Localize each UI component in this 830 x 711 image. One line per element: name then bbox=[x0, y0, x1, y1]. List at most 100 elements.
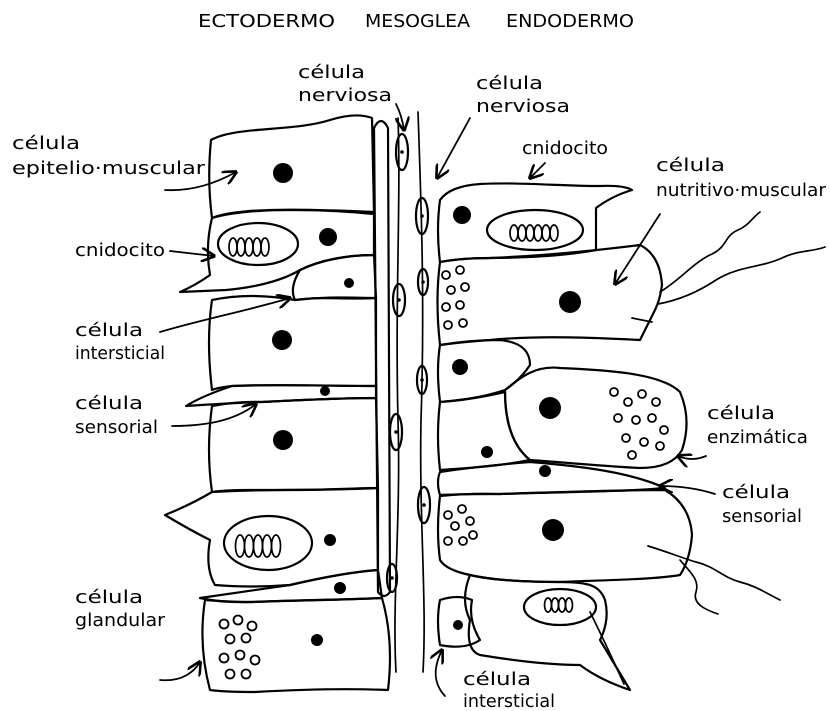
ecto-cell-1-nucleus bbox=[273, 163, 293, 183]
coil-loop bbox=[245, 535, 254, 557]
coil-loop bbox=[566, 598, 573, 612]
ecto-cnidocyte-2-nucleus bbox=[324, 534, 336, 546]
coil-loop bbox=[237, 238, 245, 256]
coil-loop bbox=[245, 238, 253, 256]
granule bbox=[442, 271, 450, 279]
granule bbox=[459, 319, 467, 327]
granule bbox=[466, 517, 474, 525]
coil-loop bbox=[229, 238, 237, 256]
granule bbox=[458, 505, 466, 513]
arrow-nutritivo-muscular bbox=[615, 214, 660, 284]
coil-loop bbox=[542, 225, 550, 241]
endo-enzymatic-cell bbox=[505, 368, 687, 468]
label-nerviosa-right: célula nerviosa bbox=[437, 73, 570, 178]
header-endodermo: ENDODERMO bbox=[506, 11, 634, 32]
arrow-nerviosa-right bbox=[437, 118, 470, 178]
nerve-cell-nucleus bbox=[420, 378, 424, 382]
endo-small-cell-2-nucleus bbox=[481, 446, 493, 458]
ecto-cnidocyte-cell-1 bbox=[180, 210, 374, 292]
nerve-cell-nucleus bbox=[390, 576, 394, 580]
label-line: intersticial bbox=[75, 343, 165, 364]
label-line: célula bbox=[707, 403, 775, 424]
ecto-interstitial-nucleus bbox=[344, 278, 354, 288]
granule bbox=[461, 283, 469, 291]
nerve-cell-nucleus bbox=[394, 430, 398, 434]
ecto-glandular-granules bbox=[220, 616, 260, 679]
coil-loop bbox=[550, 225, 558, 241]
label-intersticial-ecto: célula intersticial bbox=[75, 298, 290, 364]
label-line: sensorial bbox=[722, 506, 802, 527]
label-nerviosa-left: célula nerviosa bbox=[298, 62, 404, 130]
endo-cnidocyte-2-coiled-thread bbox=[545, 598, 573, 612]
endo-small-cell-2 bbox=[438, 392, 530, 470]
label-line: epitelio·muscular bbox=[12, 158, 206, 179]
endo-cnidocyte-coiled-thread bbox=[510, 225, 558, 241]
coil-loop bbox=[272, 535, 281, 557]
endo-enzymatic-nucleus bbox=[539, 397, 561, 419]
granule bbox=[622, 434, 630, 442]
granule bbox=[648, 414, 656, 422]
ecto-cell-2-nucleus bbox=[272, 330, 292, 350]
coil-loop bbox=[261, 238, 269, 256]
coil-loop bbox=[253, 238, 261, 256]
granule bbox=[220, 620, 229, 629]
granule bbox=[226, 670, 235, 679]
endo-cnidocyte-nucleus bbox=[453, 206, 471, 224]
label-cnidocito-endo: cnidocito bbox=[522, 138, 608, 178]
arrow-intersticial-endo bbox=[436, 650, 445, 696]
granule bbox=[652, 398, 660, 406]
granule bbox=[442, 303, 450, 311]
label-sensorial-ecto: célula sensorial bbox=[75, 393, 256, 438]
endo-nutritive-2-granules bbox=[444, 505, 477, 545]
label-line: nerviosa bbox=[298, 85, 392, 106]
endo-enzymatic-granules bbox=[610, 388, 668, 459]
nerve-cell-nucleus bbox=[421, 280, 425, 284]
nerve-cell-nucleus bbox=[397, 298, 401, 302]
endo-nutritive-muscular-cell bbox=[438, 245, 663, 345]
ecto-cnidocyte-cell-2 bbox=[165, 488, 378, 587]
label-line: célula bbox=[476, 73, 543, 94]
label-intersticial-endo: célula intersticial bbox=[436, 650, 555, 711]
endo-nutritive-2-nucleus bbox=[542, 519, 564, 541]
ecto-epitheliomuscular-cell-1 bbox=[209, 115, 374, 218]
endo-interstitial-nucleus bbox=[453, 620, 463, 630]
arrow-enzimatica bbox=[678, 456, 706, 459]
label-enzimatica: célula enzimática bbox=[678, 403, 808, 459]
ectoderm-layer bbox=[165, 115, 390, 692]
granule bbox=[248, 622, 257, 631]
coil-loop bbox=[552, 598, 559, 612]
ecto-epitheliomuscular-cell-2 bbox=[209, 296, 376, 390]
granule bbox=[242, 634, 251, 643]
granule bbox=[451, 522, 459, 530]
label-line: célula bbox=[75, 587, 143, 608]
label-line: cnidocito bbox=[75, 240, 165, 261]
granule bbox=[242, 670, 251, 679]
coil-loop bbox=[559, 598, 566, 612]
granule bbox=[628, 451, 636, 459]
granule bbox=[444, 321, 452, 329]
granule bbox=[610, 388, 618, 396]
arrow-sensorial-ecto bbox=[172, 404, 256, 426]
ecto-epitheliomuscular-cell-3 bbox=[209, 398, 378, 492]
label-line: célula bbox=[75, 320, 143, 341]
granule bbox=[236, 651, 245, 660]
granule bbox=[459, 537, 467, 545]
label-glandular: célula glandular bbox=[75, 587, 200, 680]
coil-loop bbox=[526, 225, 534, 241]
coil-loop bbox=[518, 225, 526, 241]
label-line: célula bbox=[463, 669, 531, 690]
granule bbox=[444, 537, 452, 545]
granule bbox=[640, 438, 648, 446]
ecto-cnidocyte-2-coiled-thread bbox=[236, 535, 281, 557]
endo-nutritive-granules bbox=[442, 266, 469, 329]
ecto-interstitial-cell bbox=[293, 255, 376, 300]
nerve-cell-nucleus bbox=[400, 150, 404, 154]
granule bbox=[220, 654, 229, 663]
endo-flagellum-1 bbox=[660, 212, 760, 292]
granule bbox=[234, 616, 243, 625]
ecto-cnidocyte-1-nucleus bbox=[319, 228, 337, 246]
label-line: célula bbox=[722, 482, 790, 503]
granule bbox=[632, 416, 640, 424]
endo-flagellum-3 bbox=[648, 546, 780, 600]
ecto-cell-3-nucleus bbox=[273, 430, 293, 450]
